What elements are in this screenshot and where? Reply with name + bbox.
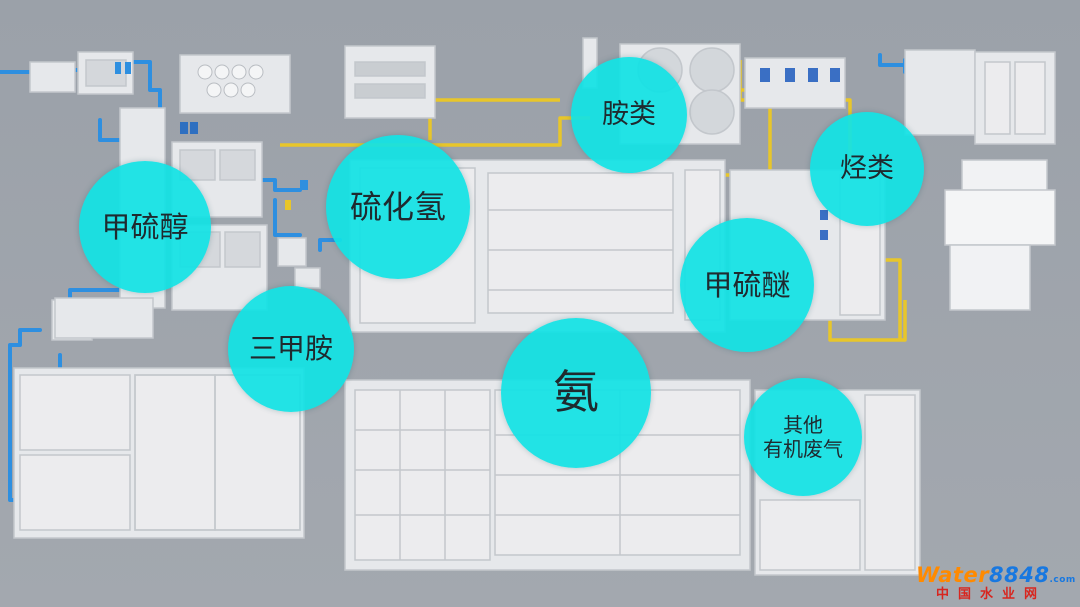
label-other-line1: 其他 [783, 413, 823, 437]
bubble-ammonia: 氨 [501, 318, 651, 468]
label-dimethyl-sulfide: 甲硫醚 [703, 267, 791, 302]
watermark-brand-part2: 8848 [989, 563, 1050, 587]
bubble-methanethiol: 甲硫醇 [79, 161, 211, 293]
bubble-hydrocarbons: 烃类 [810, 112, 924, 226]
watermark-logo: Water8848.com 中国水业网 [916, 563, 1075, 602]
bubble-amines: 胺类 [571, 57, 687, 173]
label-trimethylamine: 三甲胺 [248, 332, 333, 366]
bubble-trimethylamine: 三甲胺 [228, 286, 354, 412]
label-methanethiol: 甲硫醇 [101, 209, 189, 244]
label-hydrogen-sulfide: 硫化氢 [349, 187, 446, 226]
label-hydrocarbons: 烃类 [840, 152, 894, 184]
equipment [115, 62, 840, 240]
watermark-brand: Water8848.com [916, 563, 1075, 587]
bubble-other-organic-gases: 其他 有机废气 [744, 378, 862, 496]
bubble-hydrogen-sulfide: 硫化氢 [326, 135, 470, 279]
bubble-dimethyl-sulfide: 甲硫醚 [680, 218, 814, 352]
label-other-line2: 有机废气 [763, 437, 843, 461]
watermark-brand-suffix: .com [1049, 575, 1076, 585]
label-ammonia: 氨 [553, 365, 599, 420]
watermark-subtitle: 中国水业网 [935, 587, 1046, 602]
label-amines: 胺类 [602, 98, 656, 130]
watermark-brand-part1: Water [916, 563, 990, 587]
